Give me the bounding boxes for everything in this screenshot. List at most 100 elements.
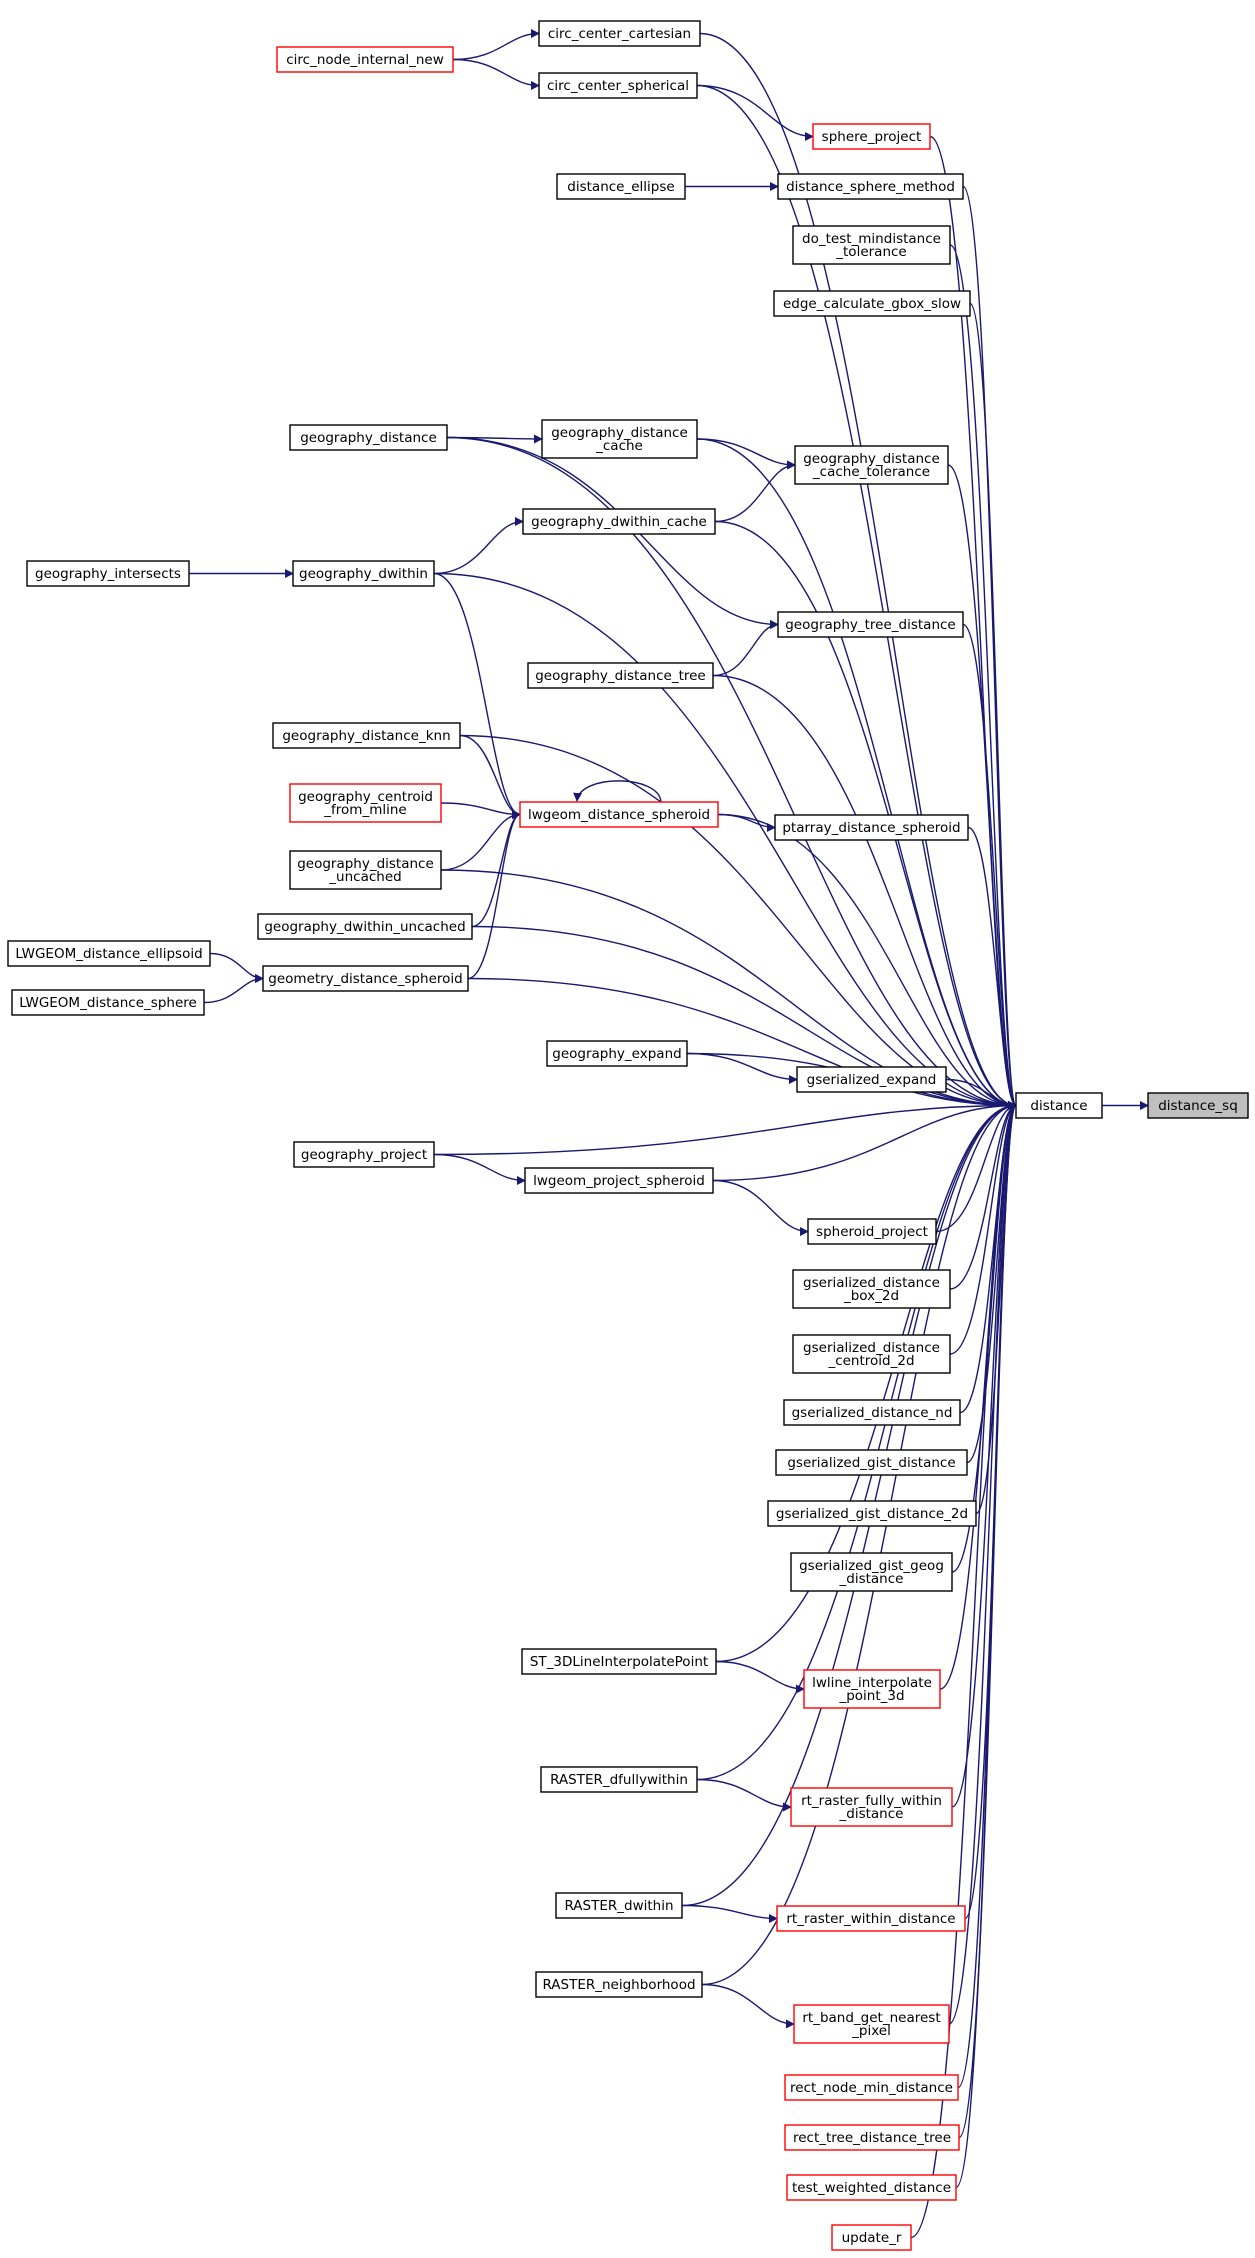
node-geography-distance-uncached[interactable]: geography_distance_uncached bbox=[289, 850, 442, 890]
node-box bbox=[792, 1269, 951, 1309]
edge-circ-center-spherical-to-distance bbox=[696, 84, 1017, 1110]
node-geography-dwithin[interactable]: geography_dwithin bbox=[292, 560, 435, 587]
edge-raster-dfullywithin-to-distance bbox=[696, 1101, 1017, 1781]
node-label: _tolerance bbox=[835, 244, 906, 260]
node-label: rt_band_get_nearest bbox=[802, 2010, 940, 2026]
node-lwgeom-distance-spheroid[interactable]: lwgeom_distance_spheroid bbox=[519, 801, 719, 828]
node-circ-center-spherical[interactable]: circ_center_spherical bbox=[538, 72, 698, 99]
edge-geography-dwithin-to-lwgeom-distance-spheroid bbox=[433, 572, 521, 819]
node-label: _centroid_2d bbox=[827, 1353, 914, 1369]
node-gserialized-gist-geog-distance[interactable]: gserialized_gist_geog_distance bbox=[790, 1552, 953, 1592]
node-box bbox=[546, 1040, 688, 1067]
node-geography-project[interactable]: geography_project bbox=[293, 1141, 435, 1168]
node-geography-distance[interactable]: geography_distance bbox=[289, 424, 448, 451]
node-label: lwgeom_project_spheroid bbox=[533, 1173, 705, 1189]
node-raster-dfullywithin[interactable]: RASTER_dfullywithin bbox=[540, 1766, 698, 1793]
node-geography-intersects[interactable]: geography_intersects bbox=[26, 560, 190, 587]
node-lwgeom-distance-sphere[interactable]: LWGEOM_distance_sphere bbox=[11, 989, 205, 1016]
node-lwgeom-distance-ellipsoid[interactable]: LWGEOM_distance_ellipsoid bbox=[7, 940, 211, 967]
node-geography-expand[interactable]: geography_expand bbox=[546, 1040, 688, 1067]
edge-geography-distance-to-distance bbox=[446, 436, 1017, 1110]
node-ptarray-distance-spheroid[interactable]: ptarray_distance_spheroid bbox=[774, 814, 969, 841]
node-geography-distance-cache-tolerance[interactable]: geography_distance_cache_tolerance bbox=[794, 445, 949, 485]
edge-geography-dwithin-uncached-to-distance bbox=[471, 925, 1017, 1110]
node-label: _pixel bbox=[851, 2023, 891, 2039]
node-rect-node-min-distance[interactable]: rect_node_min_distance bbox=[784, 2074, 959, 2101]
node-label: ptarray_distance_spheroid bbox=[782, 820, 960, 836]
node-st-3dlineinterpolatepoint[interactable]: ST_3DLineInterpolatePoint bbox=[521, 1648, 717, 1675]
node-spheroid-project[interactable]: spheroid_project bbox=[807, 1218, 937, 1245]
node-box bbox=[7, 940, 211, 967]
node-rt-raster-fully-within-distance[interactable]: rt_raster_fully_within_distance bbox=[790, 1787, 953, 1827]
node-distance-sq[interactable]: distance_sq bbox=[1147, 1092, 1249, 1119]
node-rt-raster-within-distance[interactable]: rt_raster_within_distance bbox=[776, 1905, 966, 1932]
node-box bbox=[783, 1399, 961, 1426]
node-box bbox=[257, 913, 473, 940]
edge-geography-tree-distance-to-distance bbox=[962, 623, 1017, 1110]
node-box bbox=[793, 2004, 950, 2044]
node-distance[interactable]: distance bbox=[1015, 1092, 1103, 1119]
node-lwgeom-project-spheroid[interactable]: lwgeom_project_spheroid bbox=[524, 1167, 714, 1194]
node-box bbox=[26, 560, 190, 587]
edge-raster-neighborhood-to-distance bbox=[701, 1101, 1017, 1986]
node-test-weighted-distance[interactable]: test_weighted_distance bbox=[786, 2174, 957, 2201]
node-rt-band-get-nearest-pixel[interactable]: rt_band_get_nearest_pixel bbox=[793, 2004, 950, 2044]
edge-geography-project-to-distance bbox=[433, 1101, 1017, 1156]
node-label: RASTER_dwithin bbox=[564, 1898, 673, 1914]
node-label: _box_2d bbox=[843, 1288, 899, 1304]
node-label: gserialized_distance bbox=[803, 1340, 940, 1356]
node-circ-node-internal-new[interactable]: circ_node_internal_new bbox=[276, 46, 454, 73]
node-label: lwgeom_distance_spheroid bbox=[528, 807, 710, 823]
node-label: _cache bbox=[595, 438, 643, 454]
node-distance-ellipse[interactable]: distance_ellipse bbox=[556, 173, 686, 200]
node-rect-tree-distance-tree[interactable]: rect_tree_distance_tree bbox=[784, 2124, 960, 2151]
node-box bbox=[292, 560, 435, 587]
node-edge-calculate-gbox-slow[interactable]: edge_calculate_gbox_slow bbox=[773, 290, 971, 317]
node-box bbox=[293, 1141, 435, 1168]
node-label: distance_ellipse bbox=[567, 179, 674, 195]
node-label: distance_sq bbox=[1158, 1098, 1238, 1114]
node-geography-distance-tree[interactable]: geography_distance_tree bbox=[527, 662, 714, 689]
node-box bbox=[289, 424, 448, 451]
node-gserialized-expand[interactable]: gserialized_expand bbox=[796, 1066, 947, 1093]
node-label: gserialized_distance_nd bbox=[792, 1405, 953, 1421]
edge-lwgeom-distance-ellipsoid-to-geometry-distance-spheroid bbox=[209, 952, 264, 983]
node-geography-tree-distance[interactable]: geography_tree_distance bbox=[777, 611, 964, 638]
node-box bbox=[272, 722, 461, 749]
node-sphere-project[interactable]: sphere_project bbox=[812, 123, 931, 150]
node-geography-distance-knn[interactable]: geography_distance_knn bbox=[272, 722, 461, 749]
node-lwline-interpolate-point-3d[interactable]: lwline_interpolate_point_3d bbox=[803, 1669, 941, 1709]
node-box bbox=[538, 20, 701, 47]
edge-geography-dwithin-to-geography-dwithin-cache bbox=[433, 517, 524, 575]
node-gserialized-gist-distance-2d[interactable]: gserialized_gist_distance_2d bbox=[767, 1500, 977, 1527]
node-update-r[interactable]: update_r bbox=[831, 2224, 912, 2251]
edge-lwgeom-project-spheroid-to-spheroid-project bbox=[712, 1179, 809, 1236]
node-geography-distance-cache[interactable]: geography_distance_cache bbox=[541, 419, 698, 459]
node-box bbox=[773, 290, 971, 317]
edge-lwgeom-distance-spheroid-to-ptarray-distance-spheroid bbox=[717, 813, 776, 832]
node-geography-dwithin-uncached[interactable]: geography_dwithin_uncached bbox=[257, 913, 473, 940]
node-raster-neighborhood[interactable]: RASTER_neighborhood bbox=[535, 1971, 703, 1998]
node-do-test-mindistance-tolerance[interactable]: do_test_mindistance_tolerance bbox=[792, 225, 951, 265]
node-geometry-distance-spheroid[interactable]: geometry_distance_spheroid bbox=[262, 965, 469, 992]
node-box bbox=[786, 2174, 957, 2201]
node-raster-dwithin[interactable]: RASTER_dwithin bbox=[555, 1892, 683, 1919]
node-geography-dwithin-cache[interactable]: geography_dwithin_cache bbox=[522, 508, 716, 535]
node-label: geography_distance bbox=[300, 430, 437, 446]
node-gserialized-distance-box-2d[interactable]: gserialized_distance_box_2d bbox=[792, 1269, 951, 1309]
node-box bbox=[519, 801, 719, 828]
node-label: rect_tree_distance_tree bbox=[793, 2130, 951, 2146]
edge-geography-dwithin-cache-to-distance bbox=[714, 520, 1017, 1110]
node-label: RASTER_dfullywithin bbox=[550, 1772, 688, 1788]
node-label: gserialized_gist_geog bbox=[799, 1558, 944, 1574]
node-label: rt_raster_fully_within bbox=[801, 1793, 942, 1809]
node-gserialized-gist-distance[interactable]: gserialized_gist_distance bbox=[775, 1449, 968, 1476]
node-gserialized-distance-centroid-2d[interactable]: gserialized_distance_centroid_2d bbox=[792, 1334, 951, 1374]
edge-st-3dlineinterpolatepoint-to-distance bbox=[715, 1101, 1017, 1663]
node-geography-centroid-from-mline[interactable]: geography_centroid_from_mline bbox=[289, 783, 442, 823]
node-distance-sphere-method[interactable]: distance_sphere_method bbox=[777, 173, 964, 200]
node-label: geography_intersects bbox=[35, 566, 181, 582]
node-circ-center-cartesian[interactable]: circ_center_cartesian bbox=[538, 20, 701, 47]
node-gserialized-distance-nd[interactable]: gserialized_distance_nd bbox=[783, 1399, 961, 1426]
